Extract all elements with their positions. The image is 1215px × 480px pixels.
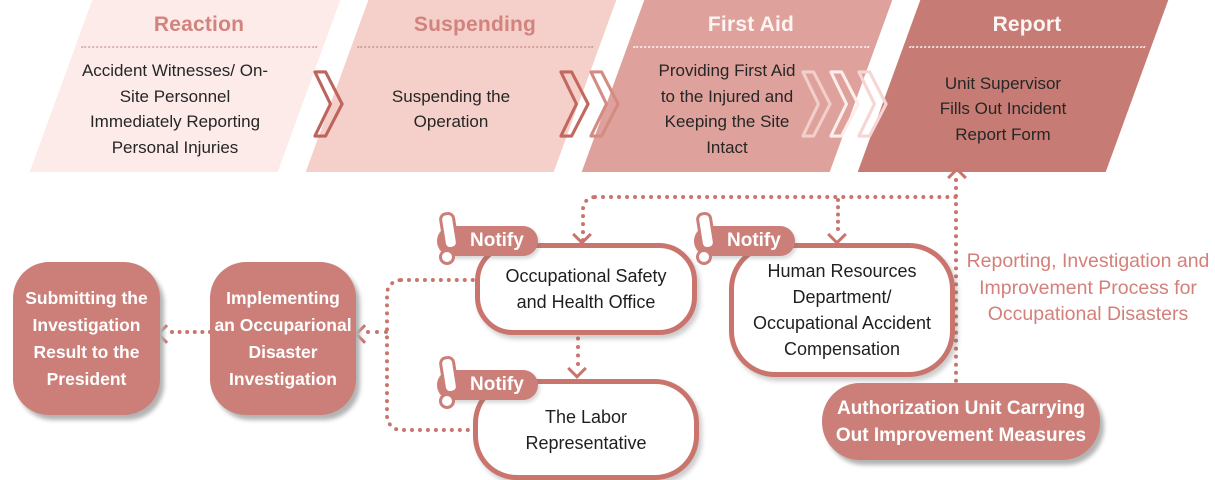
- phase-divider: [80, 46, 318, 48]
- chevron-icon: [559, 70, 590, 138]
- chevron-icon: [857, 70, 888, 138]
- exclamation-dot-icon: [439, 393, 455, 409]
- node-authorization-unit: Authorization Unit Carrying Out Improvem…: [822, 383, 1100, 460]
- arrow-down-icon: [567, 359, 587, 379]
- node-submitting-result: Submitting the Investigation Result to t…: [13, 262, 160, 415]
- arrow-left-icon: [354, 324, 374, 344]
- phase-first-aid: First Aid Providing First Aid to the Inj…: [581, 0, 893, 172]
- node-occupational-safety-office: Occupational Safety and Health Office: [475, 243, 697, 335]
- connector-to-submitting: [170, 330, 212, 334]
- chevron-icon: [829, 70, 860, 138]
- connector-hr-branch: [836, 198, 840, 231]
- connector-bracket: [385, 278, 475, 432]
- phase-divider: [908, 46, 1146, 48]
- diagram-caption: Reporting, Investigation and Improvement…: [966, 250, 1210, 325]
- phase-report: Report Unit Supervisor Fills Out Inciden…: [857, 0, 1169, 172]
- phase-suspending: Suspending Suspending the Operation: [305, 0, 617, 172]
- phase-reaction-title: Reaction: [153, 13, 245, 36]
- phase-divider: [632, 46, 870, 48]
- connector-report-branch: [581, 195, 958, 242]
- chevron-icon: [801, 70, 832, 138]
- phase-report-body: Unit Supervisor Fills Out Incident Repor…: [939, 73, 1067, 144]
- node-implementing-investigation: Implementing an Occuparional Disaster In…: [210, 262, 356, 415]
- phase-reaction: Reaction Accident Witnesses/ On- Site Pe…: [29, 0, 341, 172]
- phase-divider: [356, 46, 594, 48]
- phase-first-aid-body: Providing First Aid to the Injured and K…: [658, 61, 796, 157]
- connector-to-implementing: [366, 330, 388, 334]
- connector-report-vertical: [954, 178, 958, 383]
- phase-suspending-body: Suspending the Operation: [391, 86, 511, 132]
- chevron-icon: [589, 70, 620, 138]
- chevron-icon: [313, 70, 344, 138]
- node-human-resources: Human Resources Department/ Occupational…: [729, 243, 955, 377]
- phase-reaction-body: Accident Witnesses/ On- Site Personnel I…: [81, 61, 269, 157]
- connector-osh-to-labor: [576, 328, 580, 366]
- phase-first-aid-title: First Aid: [707, 13, 795, 36]
- phase-report-title: Report: [992, 13, 1062, 36]
- exclamation-dot-icon: [696, 249, 712, 265]
- exclamation-dot-icon: [439, 249, 455, 265]
- phase-suspending-title: Suspending: [413, 13, 537, 36]
